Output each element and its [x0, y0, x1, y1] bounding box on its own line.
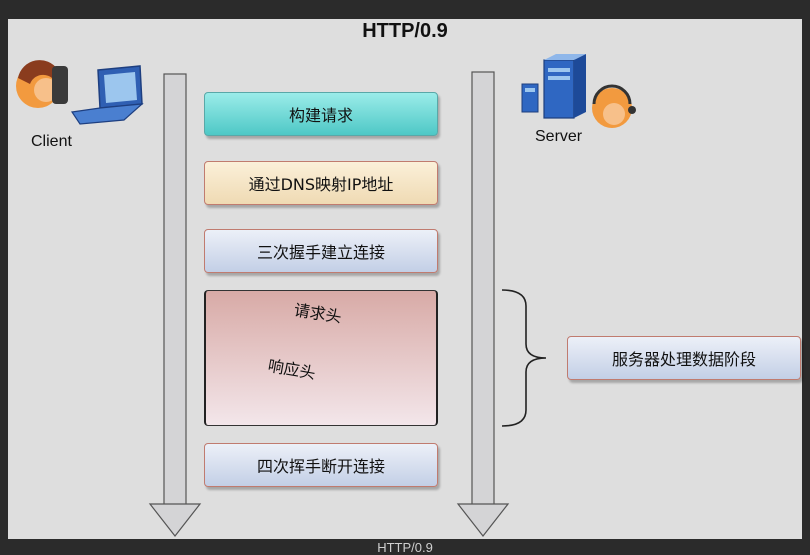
image-caption: HTTP/0.9	[377, 540, 433, 555]
laptop-icon	[70, 65, 144, 125]
page-title: HTTP/0.9	[362, 20, 448, 42]
server-timeline-arrow	[456, 71, 510, 537]
client-avatar-icon	[16, 60, 68, 108]
client-label: Client	[31, 133, 72, 150]
server-operator-icon	[592, 84, 636, 128]
server-icon	[521, 54, 586, 119]
server-processing-phase: 服务器处理数据阶段	[567, 336, 801, 380]
step-build-request: 构建请求	[204, 92, 438, 136]
step-dns-lookup: 通过DNS映射IP地址	[204, 161, 438, 205]
step-tcp-handshake: 三次握手建立连接	[204, 229, 438, 273]
data-exchange-area	[204, 290, 438, 426]
client-timeline-arrow	[148, 73, 202, 537]
server-label: Server	[535, 128, 583, 145]
step-tcp-teardown: 四次挥手断开连接	[204, 443, 438, 487]
server-phase-brace	[501, 289, 547, 427]
